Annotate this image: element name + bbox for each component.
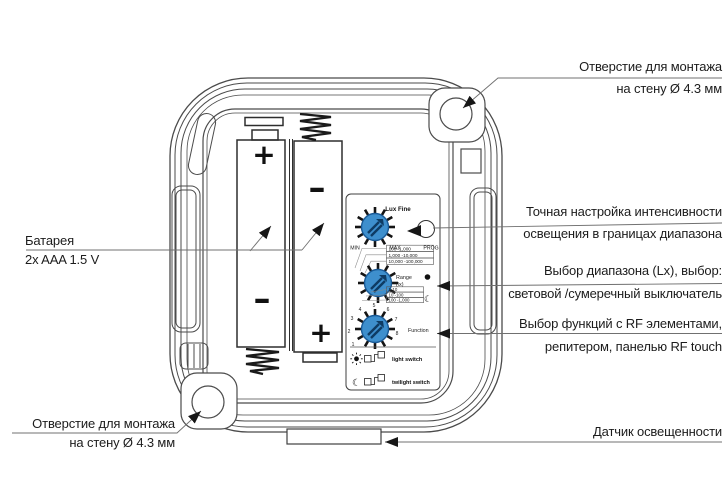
function-pos-8: 8 [396,331,399,337]
mounting-hole-bottom [191,385,225,419]
sun-icon [350,352,363,365]
leader-range [436,280,723,291]
leader-battery-2 [301,222,325,251]
label-mounting-hole-top: Отверстие для монтажа на стену Ø 4.3 мм [472,56,722,100]
range-knob-label-1: Range [396,275,412,281]
knob-prog-label: PROG [423,246,438,252]
label-line: Датчик освещенности [593,424,722,439]
mounting-hole-top [439,97,473,131]
function-pos-2: 2 [348,329,351,335]
label-line: Батарея [25,233,74,248]
light-switch-label: light switch [392,357,423,363]
battery-contact-plate-bottom [302,352,338,363]
label-line: Отверстие для монтажа [32,416,175,431]
arrowhead-prog [407,225,421,237]
label-line: Выбор функций с RF элементами, [519,316,722,331]
label-line: освещения в границах диапазона [523,226,722,241]
ribbed-clip [179,342,209,370]
battery1-plus-icon: + [252,138,275,171]
battery1-minus-icon: – [254,279,271,319]
battery-cell-2 [293,140,343,353]
case-slot-right [460,148,482,174]
label-line: на стену Ø 4.3 мм [69,435,175,450]
side-clip-right [469,187,497,335]
switch-state-glyph [364,374,385,386]
label-function-select: Выбор функций с RF элементами, репитером… [472,312,722,358]
label-light-sensor: Датчик освещенности [472,421,722,443]
battery2-plus-icon: + [309,316,332,349]
moon-icon: ☾ [424,294,432,304]
light-sensor [286,428,382,445]
label-range-select: Выбор диапазона (Lx), выбор: световой /с… [472,259,722,305]
light-switch-row: light switch [350,351,423,365]
label-line: Отверстие для монтажа [579,59,722,74]
label-line: на стену Ø 4.3 мм [616,81,722,96]
label-line: Выбор диапазона (Lx), выбор: [544,263,722,278]
knob-max-label: MAX [389,246,401,252]
function-pos-1: 1 [352,342,355,348]
range-high-2: 1,000 -10,000 [389,253,418,258]
range-low-1: 1-10 [389,287,398,292]
sun-dot-icon [424,274,431,280]
label-mounting-hole-bottom: Отверстие для монтажа на стену Ø 4.3 мм [0,414,175,452]
leader-fine [432,222,723,229]
label-line: репитером, панелью RF touch [544,339,722,354]
leader-hole-top [462,77,722,109]
function-knob-label: Function [408,328,429,334]
label-line: Точная настройка интенсивности [525,204,722,219]
function-pos-7: 7 [395,317,398,323]
label-fine-tuning: Точная настройка интенсивности освещения… [472,201,722,245]
function-pos-5: 5 [373,303,376,309]
twilight-switch-row: ☾ twilight switch [352,374,431,389]
side-clip-left [171,185,201,333]
range-knob-label-2: (lx) [396,282,404,288]
switch-state-glyph [364,351,385,363]
label-line: 2x AAA 1.5 V [25,252,100,267]
battery-spring-bottom [245,347,280,376]
function-pos-6: 6 [387,307,390,313]
range-high-1: 100 -1,000 [389,246,412,251]
moon-icon: ☾ [352,378,361,389]
twilight-switch-label: twilight switch [392,380,431,386]
knob-min-label: MIN [350,246,360,252]
panel-title: Lux Fine [385,206,411,213]
battery-contact-plate-top [244,116,284,127]
function-pos-4: 4 [359,307,362,313]
leader-hole-bottom [12,410,202,434]
corner-slot-top-left [187,112,217,176]
range-low-2: 10 -100 [389,292,404,297]
battery2-minus-icon: – [309,168,326,208]
battery-spring-top [299,112,332,142]
label-line: световой /сумеречный выключатель [508,286,722,301]
label-battery: Батарея 2x AAA 1.5 V [25,231,99,269]
range-high-3: 10,000 -100,000 [389,259,424,264]
function-pos-3: 3 [351,316,354,322]
leader-battery-1 [249,225,272,252]
range-low-3: 100 -1,000 [389,298,411,303]
